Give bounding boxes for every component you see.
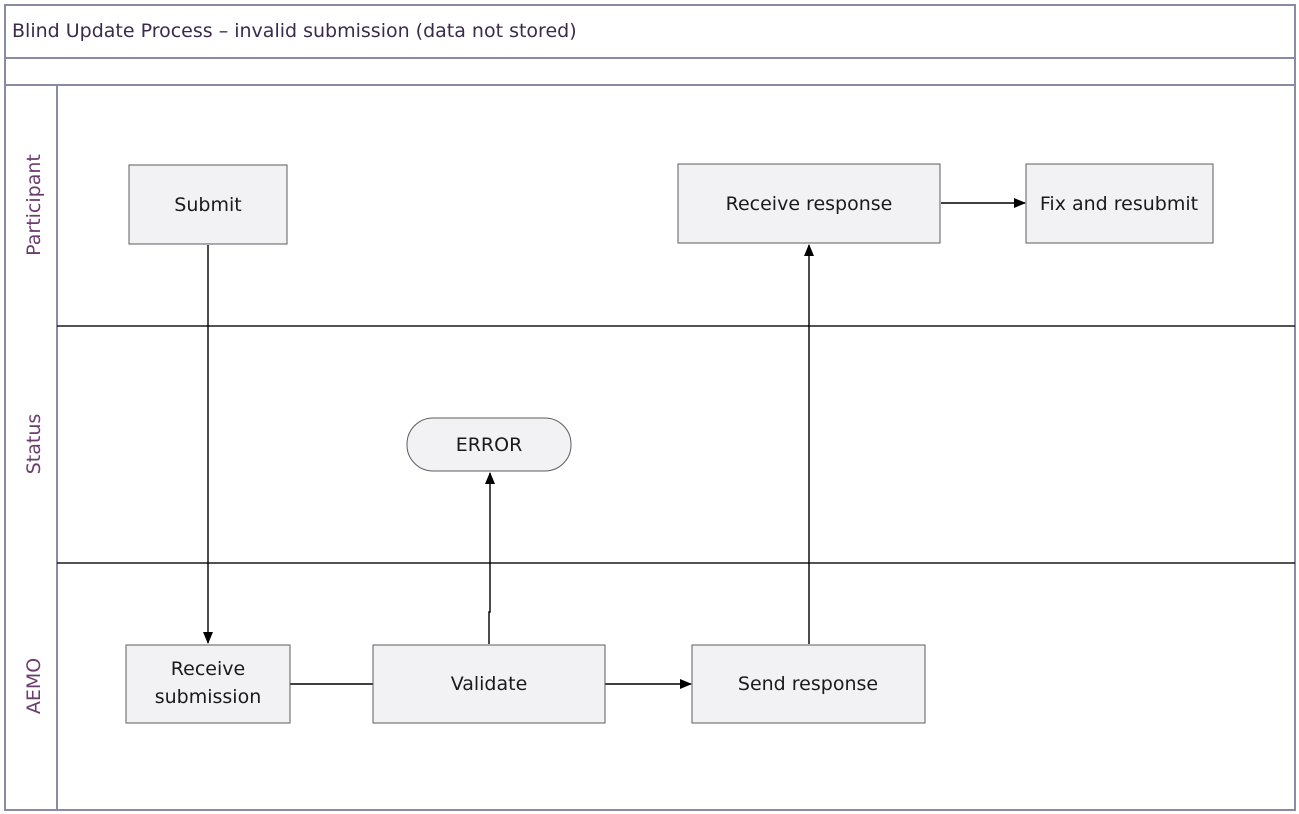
node-error-label: ERROR xyxy=(456,434,523,456)
arrow-validate-to-error xyxy=(485,472,495,644)
flow-connectors xyxy=(203,198,1026,689)
node-submit-label: Submit xyxy=(174,194,241,216)
node-receive-response-label: Receive response xyxy=(726,193,893,215)
node-validate: Validate xyxy=(372,644,606,724)
diagram-frame xyxy=(4,4,1296,811)
node-receive-submission: Receive submission xyxy=(125,644,291,724)
node-submit: Submit xyxy=(128,164,288,245)
node-receive-submission-label-line2: submission xyxy=(155,686,262,708)
lane-label-status: Status xyxy=(23,414,45,475)
node-receive-response: Receive response xyxy=(677,163,941,244)
lane-label-participant: Participant xyxy=(23,154,45,256)
diagram-title: Blind Update Process – invalid submissio… xyxy=(12,20,577,42)
node-error: ERROR xyxy=(406,417,572,472)
node-validate-label: Validate xyxy=(451,673,528,695)
node-fix-and-resubmit-label: Fix and resubmit xyxy=(1040,193,1198,215)
node-send-response: Send response xyxy=(691,644,926,724)
node-fix-and-resubmit: Fix and resubmit xyxy=(1025,163,1214,244)
lane-label-aemo: AEMO xyxy=(23,658,45,714)
node-send-response-label: Send response xyxy=(738,673,878,695)
node-receive-submission-label-line1: Receive xyxy=(171,658,245,680)
